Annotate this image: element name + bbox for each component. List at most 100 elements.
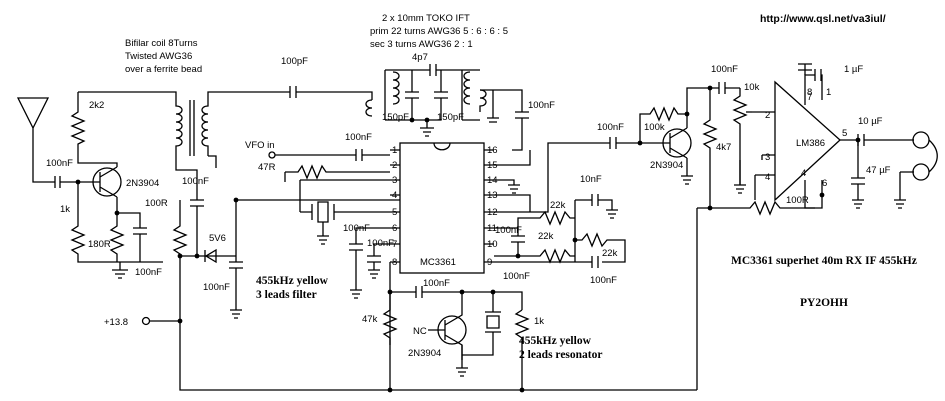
zener-supply (141, 190, 697, 391)
transistor-q2 (660, 127, 693, 185)
pin-11: 11 (487, 223, 497, 234)
quad-coil-network (494, 142, 626, 268)
lm-pin-7: 7 (807, 92, 812, 103)
lm-pin-5: 5 (842, 128, 847, 139)
label-180r: 180R (88, 239, 111, 250)
label-q1: 2N3904 (126, 178, 159, 189)
pin-15: 15 (487, 160, 498, 171)
label-150pf-b: 150pF (437, 112, 464, 123)
resistor-4k7 (702, 88, 718, 208)
label-1k-bias: 1k (60, 204, 70, 215)
capacitor-1uf (798, 63, 812, 75)
lm-pin-6: 6 (822, 178, 827, 189)
label-5v6: 5V6 (209, 233, 226, 244)
label-1k-osc: 1k (534, 316, 544, 327)
resonator-2lead (462, 292, 501, 356)
label-100pf: 100pF (281, 56, 308, 67)
resistor-2k2 (70, 91, 177, 167)
label-10uf: 10 µF (858, 116, 883, 127)
label-100nf-in: 100nF (46, 158, 73, 169)
label-100nf-9a: 100nF (503, 271, 530, 282)
filter-note-2: 3 leads filter (256, 289, 317, 301)
pin-10: 10 (487, 239, 498, 250)
label-47r: 47R (258, 162, 276, 173)
pin-3: 3 (392, 175, 397, 186)
capacitor-47uf (851, 140, 865, 209)
resistor-47r (284, 164, 390, 182)
pin-1: 1 (392, 145, 397, 156)
label-100nf-q2: 100nF (597, 122, 624, 133)
pin-2: 2 (392, 160, 397, 171)
pin-13: 13 (487, 190, 498, 201)
emitter-network (109, 197, 147, 279)
mc3361-chip (390, 142, 494, 274)
resistor-47k (382, 292, 398, 345)
ift-note-3: sec 3 turns AWG36 2 : 1 (370, 39, 473, 50)
capacitor-100nf-q2 (609, 137, 660, 149)
pin6-7-decoupling (349, 227, 390, 299)
label-100r-a: 100R (145, 198, 168, 209)
label-vfo-in: VFO in (245, 140, 275, 151)
coil-note-3: over a ferrite bead (125, 64, 202, 75)
ift-transformer-1 (365, 69, 419, 121)
label-100nf-ift: 100nF (528, 100, 555, 111)
capacitor-4p7 (412, 64, 462, 76)
capacitor-100nf-c (710, 82, 740, 94)
url-text: http://www.qsl.net/va3iul/ (760, 13, 886, 25)
label-100nf-z: 100nF (182, 176, 209, 187)
pin-8: 8 (392, 257, 397, 268)
label-100k: 100k (644, 122, 665, 133)
lm-pin-4b: 4 (801, 168, 806, 179)
headphones (894, 131, 938, 209)
label-supply: +13.8 (104, 317, 128, 328)
ic-mc3361-label: MC3361 (420, 257, 456, 268)
lm-pin-2: 2 (765, 110, 770, 121)
label-100nf-zz: 100nF (203, 282, 230, 293)
resistor-1k-bias (70, 182, 163, 263)
resonator-note-2: 2 leads resonator (519, 349, 602, 361)
label-47uf: 47 µF (866, 165, 891, 176)
ceramic-filter-3lead (299, 179, 390, 245)
label-1uf: 1 µF (844, 64, 863, 75)
bifilar-transformer (175, 91, 290, 190)
label-4k7: 4k7 (716, 142, 731, 153)
filter-note-1: 455kHz yellow (256, 275, 329, 287)
label-10k: 10k (744, 82, 760, 93)
label-22k-c: 22k (602, 248, 618, 259)
resistor-100r-feedback (696, 195, 823, 390)
pin-6: 6 (392, 223, 397, 234)
ic-lm386-label: LM386 (796, 138, 825, 149)
label-q3: 2N3904 (408, 348, 441, 359)
lm-pin-1: 1 (826, 87, 831, 98)
label-10nf: 10nF (580, 174, 602, 185)
author-callsign: PY2OHH (800, 297, 848, 309)
lm-pin-8: 8 (807, 87, 812, 98)
vfo-input (268, 149, 390, 161)
ift-transformer-2 (412, 69, 499, 137)
resistor-1k-osc (514, 309, 530, 390)
label-100nf-9b: 100nF (590, 275, 617, 286)
label-100nf-p7: 100nF (367, 238, 394, 249)
lm-pin-3: 3 (765, 152, 770, 163)
capacitor-10uf (857, 134, 900, 146)
label-100nf-p6: 100nF (343, 223, 370, 234)
label-2k2: 2k2 (89, 100, 104, 111)
ift-output (480, 89, 529, 151)
resonator-note-1: 455kHz yellow (519, 335, 592, 347)
pin-14: 14 (487, 175, 498, 186)
volume-pot-10k (732, 88, 752, 194)
label-22k-b: 22k (538, 231, 554, 242)
pin-16: 16 (487, 145, 498, 156)
coil-note-2: Twisted AWG36 (125, 51, 192, 62)
label-22k-a: 22k (550, 200, 566, 211)
transistor-q3 (428, 292, 468, 377)
antenna-symbol (16, 97, 55, 183)
pin-4: 4 (392, 190, 397, 201)
input-capacitor (54, 176, 95, 188)
schematic-title: MC3361 superhet 40m RX IF 455kHz (731, 255, 917, 267)
label-nc: NC (413, 326, 427, 337)
resistor-100k (639, 87, 710, 143)
label-100nf-fb: 100nF (423, 278, 450, 289)
lm-pin-4a: 4 (765, 172, 770, 183)
